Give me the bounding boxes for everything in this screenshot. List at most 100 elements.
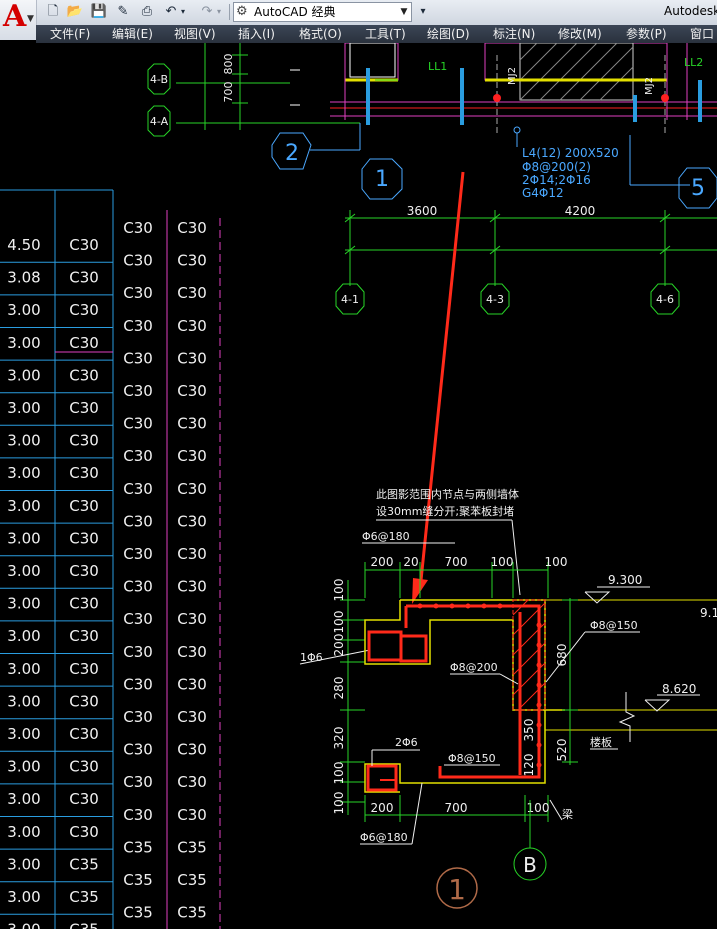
table-cell: C30 xyxy=(69,595,99,613)
plot-icon[interactable]: ⎙ xyxy=(141,4,153,19)
table-cell: C35 xyxy=(177,904,207,922)
workspace-label: AutoCAD 经典 xyxy=(254,5,336,19)
table-cell: C30 xyxy=(69,660,99,678)
dim-700: 700 xyxy=(222,82,235,103)
axis-label-4-6: 4-6 xyxy=(656,293,674,306)
customize-toolbar-icon[interactable]: ▾ xyxy=(420,6,426,17)
menu-edit[interactable]: 编辑(E) xyxy=(112,27,153,41)
quick-access-toolbar: 🗋 📂 💾 ✎ ⎙ ↶ ▾ ↷ ▾ ⚙ AutoCAD 经典 ▼ ▾ Autod… xyxy=(0,0,717,26)
menu-window[interactable]: 窗口 xyxy=(690,27,715,41)
table-cell: C30 xyxy=(177,545,207,563)
workspace-selector[interactable]: ⚙ AutoCAD 经典 ▼ xyxy=(233,2,412,22)
wall-tag-left: MJ2 xyxy=(507,67,518,85)
elevation-lower: 8.620 xyxy=(662,682,696,696)
beam-side-rebar: G4Φ12 xyxy=(522,186,564,200)
right-rebar-label: Φ8@150 xyxy=(590,619,638,632)
table-cell: C30 xyxy=(123,349,153,367)
redo-icon[interactable]: ↷ xyxy=(201,4,213,19)
detail-callout-bubble xyxy=(436,867,478,909)
table-cell: C30 xyxy=(177,741,207,759)
red-annotation-arrow xyxy=(412,171,465,604)
callout-2-bubble xyxy=(271,132,312,170)
menu-tools[interactable]: 工具(T) xyxy=(365,27,406,41)
dim-right-680: 680 xyxy=(555,644,569,667)
menu-parametric[interactable]: 参数(P) xyxy=(626,27,667,41)
table-cell: C30 xyxy=(123,708,153,726)
table-cell: C30 xyxy=(69,790,99,808)
table-cell: 3.00 xyxy=(7,464,40,482)
callout-5: 5 xyxy=(691,176,705,201)
menu-file[interactable]: 文件(F) xyxy=(50,27,91,41)
dim-left-200: 200 xyxy=(332,634,346,657)
menu-view[interactable]: 视图(V) xyxy=(174,27,216,41)
undo-icon[interactable]: ↶ xyxy=(165,4,177,19)
axis-label-4a: 4-A xyxy=(150,115,169,128)
redo-dropdown-icon[interactable]: ▾ xyxy=(216,7,221,16)
beam-label: L4(12) 200X520 xyxy=(522,146,619,160)
wall-end-marker xyxy=(493,94,501,102)
table-cell: C30 xyxy=(177,284,207,302)
table-cell: C30 xyxy=(123,545,153,563)
ll2-label: LL2 xyxy=(684,56,703,69)
menu-dimension[interactable]: 标注(N) xyxy=(493,27,536,41)
table-cell: C30 xyxy=(177,382,207,400)
drawing-canvas[interactable]: 800 700 4-B 4-A xyxy=(0,43,717,929)
axis-bubble-4-3 xyxy=(480,283,510,315)
table-cell: C30 xyxy=(69,758,99,776)
menu-modify[interactable]: 修改(M) xyxy=(558,27,602,41)
table-cell: 3.00 xyxy=(7,660,40,678)
table-cell: C35 xyxy=(177,871,207,889)
menu-insert[interactable]: 插入(I) xyxy=(238,27,275,41)
table-cell: C30 xyxy=(177,447,207,465)
table-cell: 3.00 xyxy=(7,366,40,384)
save-as-icon[interactable]: ✎ xyxy=(117,4,129,19)
save-icon[interactable]: 💾 xyxy=(90,4,108,19)
table-cell: C35 xyxy=(69,888,99,906)
table-cell: C30 xyxy=(69,725,99,743)
table-cell: C30 xyxy=(177,317,207,335)
application-menu-button[interactable]: A ▼ xyxy=(0,0,37,40)
dim-top-200: 200 xyxy=(371,555,394,569)
autocad-logo-icon: A xyxy=(3,0,27,34)
detail-callout-1: 1 xyxy=(448,873,466,906)
table-cell: C30 xyxy=(177,643,207,661)
detail-note-line1: 此图影范围内节点与两侧墙体 xyxy=(376,487,519,501)
table-cell: C30 xyxy=(69,823,99,841)
table-cell: C30 xyxy=(123,415,153,433)
table-cell: 3.08 xyxy=(7,269,40,287)
concrete-grade-table: 4.503.083.003.003.003.003.003.003.003.00… xyxy=(0,189,221,929)
new-file-icon[interactable]: 🗋 xyxy=(47,4,59,19)
table-cell: 3.00 xyxy=(7,790,40,808)
table-cell: 3.00 xyxy=(7,888,40,906)
dim-top-100b: 100 xyxy=(545,555,568,569)
table-cell: C30 xyxy=(123,643,153,661)
table-cell: C30 xyxy=(69,301,99,319)
table-cell: C30 xyxy=(177,675,207,693)
menu-format[interactable]: 格式(O) xyxy=(299,27,342,41)
table-cell: C30 xyxy=(69,269,99,287)
undo-dropdown-icon[interactable]: ▾ xyxy=(180,7,185,16)
table-cell: C30 xyxy=(123,806,153,824)
table-cell: 3.00 xyxy=(7,725,40,743)
toolbar-separator xyxy=(229,4,230,20)
table-cell: C30 xyxy=(177,512,207,530)
table-cell: C35 xyxy=(123,838,153,856)
chevron-down-icon[interactable]: ▼ xyxy=(400,7,408,17)
menu-draw[interactable]: 绘图(D) xyxy=(427,27,470,41)
dim-inner-350: 350 xyxy=(522,719,536,742)
table-cell: C30 xyxy=(69,627,99,645)
beam-label: 梁 xyxy=(562,807,573,821)
table-cell: C30 xyxy=(177,610,207,628)
wall-tag-right: MJ2 xyxy=(644,77,655,95)
table-cell: C35 xyxy=(123,871,153,889)
dim-left-280: 280 xyxy=(332,677,346,700)
open-file-icon[interactable]: 📂 xyxy=(66,4,84,19)
axis-label-4-1: 4-1 xyxy=(341,293,359,306)
table-cell: C30 xyxy=(123,284,153,302)
callout-2: 2 xyxy=(285,141,299,166)
bottom-left-rebar-label: 2Φ6 xyxy=(395,736,418,749)
table-cell: C35 xyxy=(177,838,207,856)
bottom-rebar-label: Φ8@150 xyxy=(448,752,496,765)
table-cell: C30 xyxy=(123,447,153,465)
dim-bottom-100: 100 xyxy=(527,801,550,815)
